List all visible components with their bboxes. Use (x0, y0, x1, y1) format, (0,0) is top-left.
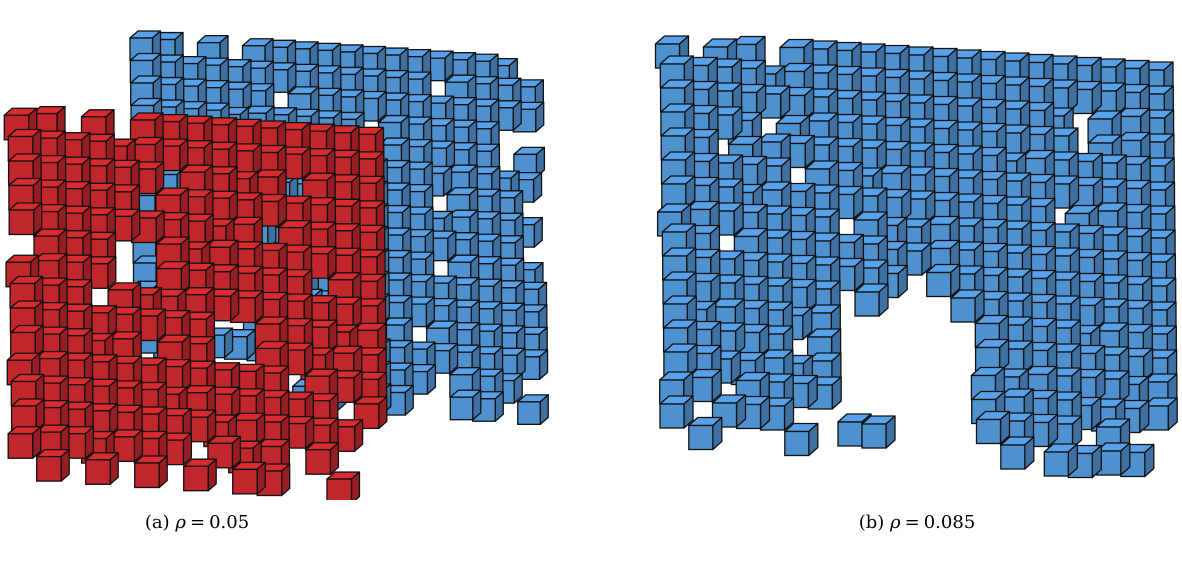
voxel-plot-b (620, 0, 1182, 500)
voxel-front-face (184, 466, 209, 491)
voxel-front-face (689, 426, 713, 450)
blue-voxel-cluster (656, 36, 1178, 478)
caption-b-equals: = (905, 512, 920, 533)
voxel-front-face (327, 479, 352, 500)
voxel-front-face (977, 420, 1001, 444)
caption-a-equals: = (190, 512, 205, 533)
voxel-front-face (855, 292, 879, 316)
voxel-front-face (37, 457, 62, 482)
voxel-front-face (9, 210, 34, 235)
voxel-front-face (660, 404, 684, 428)
caption-b: (b) ρ=0.085 (859, 512, 976, 533)
caption-a: (a) ρ=0.05 (145, 512, 249, 533)
caption-b-label: (b) (859, 512, 885, 533)
caption-a-value: 0.05 (209, 512, 249, 533)
caption-a-label: (a) (145, 512, 170, 533)
caption-b-value: 0.085 (924, 512, 976, 533)
voxel-plot-a (0, 0, 590, 500)
voxel-front-face (1044, 452, 1068, 476)
voxel-front-face (135, 463, 160, 488)
voxel-front-face (518, 402, 541, 425)
panel-b: (b) ρ=0.085 (620, 0, 1182, 561)
voxel-front-face (927, 273, 951, 297)
voxel-front-face (86, 460, 111, 485)
voxel-front-face (450, 397, 473, 420)
voxel-front-face (1001, 445, 1025, 469)
voxel-front-face (233, 469, 258, 494)
caption-b-variable: ρ (890, 512, 901, 533)
voxel-front-face (8, 434, 33, 459)
voxel-front-face (862, 424, 886, 448)
panel-a: (a) ρ=0.05 (0, 0, 590, 561)
red-voxel-slab (4, 107, 387, 500)
voxel-front-face (838, 422, 862, 446)
voxel-front-face (785, 432, 809, 456)
voxel-front-face (951, 298, 975, 322)
voxel-front-face (306, 450, 331, 475)
caption-a-variable: ρ (175, 512, 186, 533)
